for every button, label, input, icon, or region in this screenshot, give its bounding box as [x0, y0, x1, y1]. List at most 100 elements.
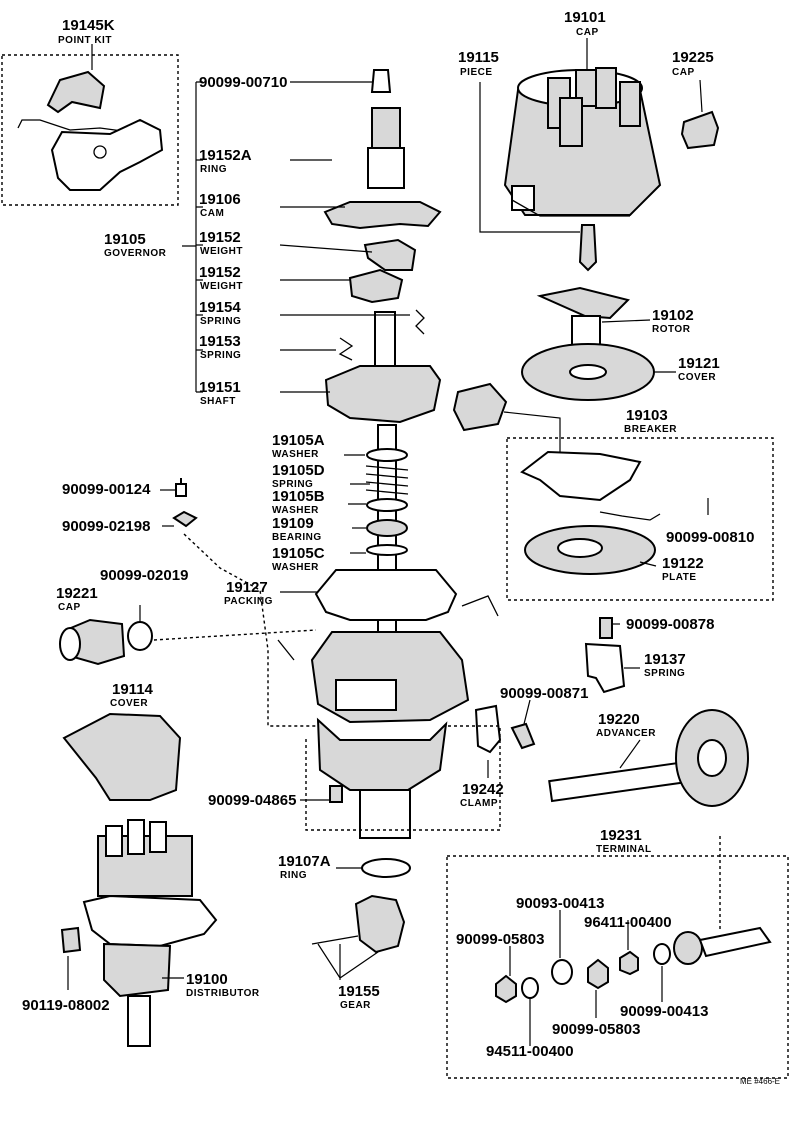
advancer-part: [548, 709, 749, 807]
label-name: COVER: [110, 698, 148, 709]
label-96411-00400: 96411-00400: [584, 914, 672, 931]
label-19121: 19121 COVER: [678, 355, 720, 383]
label-90099-00810: 90099-00810: [666, 529, 754, 546]
breaker-assembly-part: [520, 450, 661, 575]
screw-00871-part: [510, 722, 536, 750]
label-name: RING: [200, 164, 227, 175]
label-number: 19220: [598, 711, 640, 728]
label-number: 19151: [199, 379, 241, 396]
label-name: WASHER: [272, 505, 319, 516]
label-19109: 19109 BEARING: [272, 515, 321, 543]
label-19152-weight-1: 19152 WEIGHT: [199, 229, 243, 257]
label-90099-00124: 90099-00124: [62, 481, 151, 498]
cap-19221-part: [59, 618, 126, 666]
label-name: BREAKER: [624, 424, 677, 435]
terminal-hardware-part: [495, 926, 772, 1004]
label-name: CAM: [200, 208, 224, 219]
label-number: 19107A: [278, 853, 331, 870]
label-name: SPRING: [200, 316, 241, 327]
label-90099-05803-1: 90099-05803: [456, 931, 544, 948]
label-90099-05803-2: 90099-05803: [552, 1021, 640, 1038]
label-name: CAP: [58, 602, 81, 613]
label-name: POINT KIT: [58, 35, 112, 46]
label-19107a: 19107A RING: [278, 853, 331, 881]
label-number: 19152: [199, 229, 241, 246]
label-name: PIECE: [460, 67, 493, 78]
clamp-part: [474, 704, 502, 754]
label-19221: 19221 CAP: [56, 585, 98, 613]
label-number: 19152: [199, 264, 241, 281]
label-number: 19127: [226, 579, 268, 596]
label-name: PLATE: [662, 572, 697, 583]
label-name: SHAFT: [200, 396, 236, 407]
label-90099-00710: 90099-00710: [199, 74, 287, 91]
leader-lines: [67, 38, 721, 1046]
label-number: 19105D: [272, 462, 325, 479]
label-90099-02198: 90099-02198: [62, 518, 150, 535]
label-19242: 19242 CLAMP: [460, 781, 504, 809]
gear-part: [311, 894, 406, 954]
label-name: SPRING: [644, 668, 685, 679]
label-name: WASHER: [272, 449, 319, 460]
label-number: 19105A: [272, 432, 325, 449]
label-number: 19103: [626, 407, 668, 424]
cap-19101-part: [503, 67, 662, 217]
terminal-group-box: [446, 855, 789, 1079]
label-number: 19114: [112, 681, 154, 698]
breaker-group-box: [506, 437, 774, 601]
point-kit-part: [17, 70, 164, 191]
distributor-assembly-part: [60, 819, 218, 1047]
label-number: 19152A: [199, 147, 252, 164]
label-number: 19115: [458, 49, 499, 66]
label-19127: 19127 PACKING: [224, 579, 273, 607]
cover-19121-part: [521, 343, 655, 401]
label-19114: 19114 COVER: [110, 681, 154, 709]
label-19100: 19100 DISTRIBUTOR: [186, 971, 260, 999]
label-name: ROTOR: [652, 324, 691, 335]
label-number: 19105B: [272, 488, 325, 505]
label-90099-00871: 90099-00871: [500, 685, 588, 702]
label-19101: 19101 CAP: [564, 9, 606, 38]
label-19115: 19115 PIECE: [458, 49, 499, 78]
label-90099-00878: 90099-00878: [626, 616, 714, 633]
label-number: 19122: [662, 555, 704, 572]
label-number: 19106: [199, 191, 241, 208]
label-19102: 19102 ROTOR: [652, 307, 694, 335]
ring-19107a-part: [361, 858, 411, 878]
label-19152a: 19152A RING: [199, 147, 252, 175]
label-19145k: 19145K POINT KIT: [58, 17, 115, 46]
footer-code: ME #466-E: [740, 1077, 780, 1086]
label-name: TERMINAL: [596, 844, 652, 855]
label-90119-08002: 90119-08002: [22, 997, 110, 1014]
label-19153: 19153 SPRING: [199, 333, 241, 361]
label-name: PACKING: [224, 596, 273, 607]
label-19106: 19106 CAM: [199, 191, 241, 219]
label-number: 19154: [199, 299, 241, 316]
label-19105c: 19105C WASHER: [272, 545, 325, 573]
label-name: WEIGHT: [200, 246, 243, 257]
washer-02019-part: [127, 621, 153, 651]
label-number: 19137: [644, 651, 686, 668]
breaker-part: [452, 382, 508, 432]
label-19152-weight-2: 19152 WEIGHT: [199, 264, 243, 292]
label-90099-00413: 90099-00413: [620, 1003, 708, 1020]
governor-bracket: [182, 81, 203, 393]
label-90099-02019: 90099-02019: [100, 567, 188, 584]
label-number: 19100: [186, 971, 228, 988]
label-name: GOVERNOR: [104, 248, 167, 259]
label-number: 19145K: [62, 17, 115, 34]
label-name: SPRING: [200, 350, 241, 361]
label-94511-00400: 94511-00400: [486, 1043, 574, 1060]
label-name: DISTRIBUTOR: [186, 988, 260, 999]
label-number: 19225: [672, 49, 714, 66]
label-19103: 19103 BREAKER: [624, 407, 677, 435]
label-19105a: 19105A WASHER: [272, 432, 325, 460]
nut-02198-part: [172, 510, 198, 528]
label-number: 19231: [600, 827, 642, 844]
cover-19114-part: [62, 712, 182, 801]
label-name: WEIGHT: [200, 281, 243, 292]
label-19105d: 19105D SPRING: [272, 462, 325, 490]
label-name: COVER: [678, 372, 716, 383]
label-90099-04865: 90099-04865: [208, 792, 296, 809]
